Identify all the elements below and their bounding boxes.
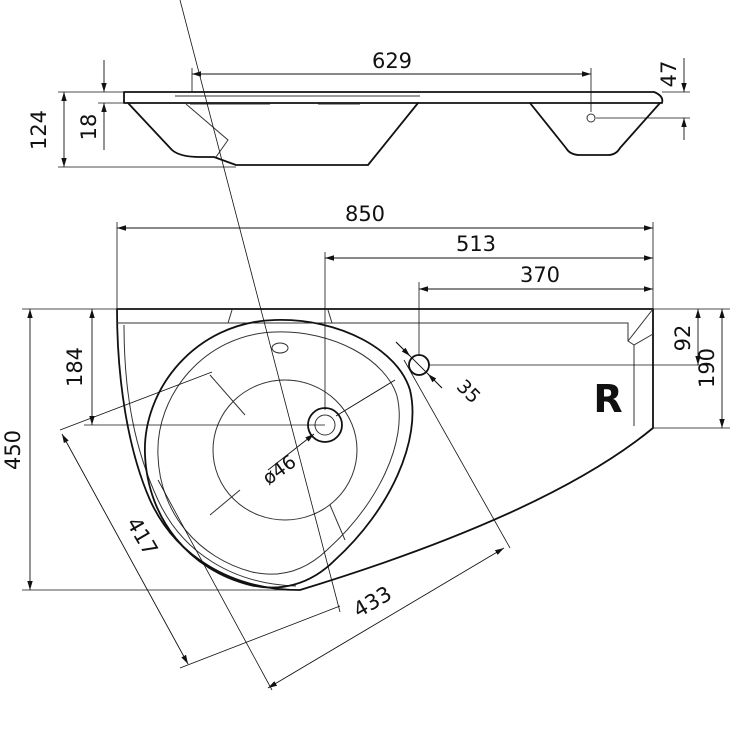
side-basin-inner <box>185 103 229 158</box>
dim-47-label: 47 <box>657 61 681 88</box>
side-elevation-view: 629 47 124 18 <box>27 49 690 168</box>
basin-centerlines <box>209 374 346 541</box>
overflow-hole <box>271 342 289 354</box>
dim-513-label: 513 <box>456 232 496 256</box>
dim-35-label: 35 <box>452 375 485 408</box>
plan-corner-bevel <box>627 308 654 346</box>
dim-92-label: 92 <box>671 325 695 352</box>
plan-back-ticks <box>227 309 333 324</box>
side-right-support <box>529 102 661 156</box>
dim-850-label: 850 <box>345 202 385 226</box>
plan-back-edge-inner <box>117 322 635 426</box>
dim-line-417 <box>61 433 189 665</box>
dim-190-label: 190 <box>695 348 719 388</box>
dim-450-label: 450 <box>1 430 25 470</box>
side-basin-body <box>127 102 419 166</box>
dim-417-label: 417 <box>122 513 163 560</box>
dim-184-label: 184 <box>63 347 87 387</box>
side-slab-outline <box>123 91 664 104</box>
dim-629-label: 629 <box>372 49 412 73</box>
dim-46-label: ø46 <box>259 451 301 490</box>
plan-countertop-outline <box>116 308 654 591</box>
basin-floor <box>212 379 358 521</box>
dim-370-label: 370 <box>520 263 560 287</box>
dim-18-label: 18 <box>77 114 101 141</box>
dim-line-433 <box>267 547 505 689</box>
basin-rim-outer <box>144 319 414 589</box>
dim-line-46-ext <box>335 379 396 417</box>
handing-label: R <box>593 377 622 421</box>
dim-line-46 <box>267 433 315 471</box>
side-tap-hole <box>586 113 596 123</box>
dim-124-label: 124 <box>27 110 51 150</box>
basin-rim-inner <box>157 331 400 575</box>
